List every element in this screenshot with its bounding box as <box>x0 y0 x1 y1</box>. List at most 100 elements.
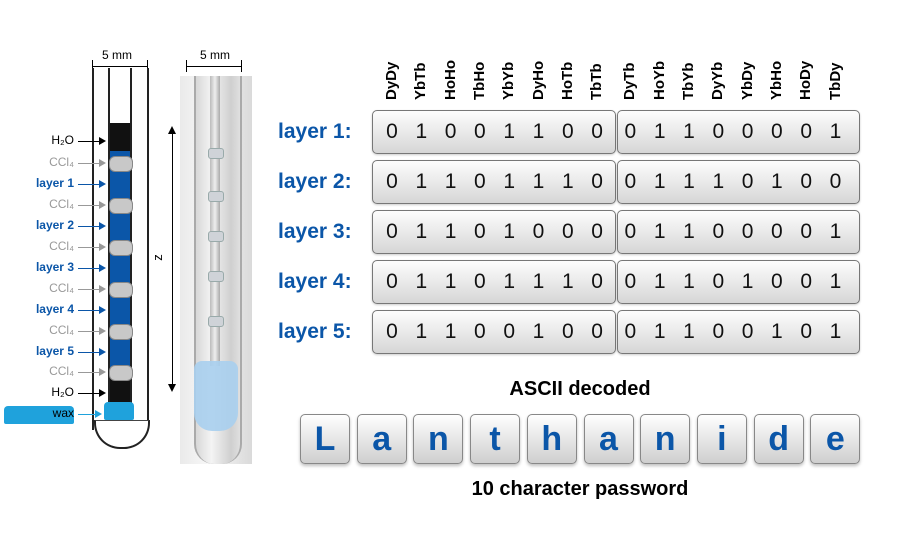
bit-value: 1 <box>683 220 695 243</box>
schematic-width-dimension <box>92 66 148 67</box>
bit-value: 1 <box>503 120 516 143</box>
row-label-text: layer 4 <box>278 270 345 293</box>
bit-value: 1 <box>532 120 545 143</box>
bit-value: 0 <box>741 120 754 143</box>
row-label-text: layer 1 <box>278 120 345 143</box>
schematic-label-ccl: CCl₄ <box>49 364 74 378</box>
bit-value: 1 <box>683 320 695 343</box>
bit-value: 0 <box>800 220 813 243</box>
bit-value: 0 <box>624 220 637 243</box>
ccl4-droplet <box>109 156 133 172</box>
column-header: YbDy <box>733 40 763 100</box>
bit-value: 1 <box>503 220 516 243</box>
bit-value: 0 <box>771 220 783 243</box>
schematic-arrow <box>78 368 106 376</box>
bit-value: 1 <box>683 120 695 143</box>
schematic-label-water: H₂O <box>51 133 74 147</box>
schematic-label-wax: wax <box>4 406 74 424</box>
water-segment-top <box>110 123 130 151</box>
bit-value: 0 <box>532 220 545 243</box>
bit-value: 0 <box>712 270 725 293</box>
column-header-label: YbDy <box>738 61 756 100</box>
schematic-arrow <box>78 137 106 145</box>
bit-value: 1 <box>532 170 545 193</box>
password-character: i <box>696 414 747 464</box>
row-label-colon: : <box>344 270 352 293</box>
row-label-colon: : <box>344 170 352 193</box>
schematic-arrow <box>78 306 106 314</box>
dimension-tick <box>186 60 187 72</box>
column-header: TbTb <box>582 40 612 100</box>
password-character: h <box>526 414 577 464</box>
schematic-arrow <box>78 243 106 251</box>
schematic-label-ccl: CCl₄ <box>49 323 74 337</box>
photo-wax <box>194 361 238 431</box>
bit-value: 1 <box>829 120 842 143</box>
bit-value: 0 <box>591 220 603 243</box>
column-header-label: DyHo <box>529 60 547 100</box>
bit-value: 1 <box>503 270 516 293</box>
bit-value: 0 <box>386 120 398 143</box>
column-header: YbHo <box>762 40 792 100</box>
bit-value: 1 <box>653 270 666 293</box>
column-header: HoTb <box>553 40 583 100</box>
ccl4-droplet <box>109 198 133 214</box>
photo-bubble <box>208 271 224 282</box>
column-header-label: HoTb <box>558 61 576 100</box>
bit-value: 1 <box>444 170 457 193</box>
bit-value: 1 <box>415 270 428 293</box>
column-header-label: TbYb <box>680 62 697 101</box>
bit-value: 0 <box>771 120 783 143</box>
bit-value: 1 <box>444 270 457 293</box>
bit-value: 0 <box>591 120 603 143</box>
column-header: DyDy <box>377 40 407 100</box>
byte-box <box>617 310 860 354</box>
bit-value: 0 <box>386 220 398 243</box>
schematic-arrow <box>78 264 106 272</box>
row-label: layer 3: <box>278 220 368 244</box>
password-character: n <box>640 414 691 464</box>
bit-value: 0 <box>386 270 398 293</box>
row-label: layer 1: <box>278 120 368 144</box>
column-header: HoHo <box>436 40 466 100</box>
schematic-arrow <box>78 389 106 397</box>
bit-value: 0 <box>561 120 574 143</box>
column-header-label: DyTb <box>621 62 639 101</box>
bit-value: 0 <box>800 120 813 143</box>
inner-tube-wall <box>130 68 132 410</box>
bit-value: 1 <box>653 120 666 143</box>
bit-value: 1 <box>415 220 428 243</box>
schematic-label-water: H₂O <box>51 385 74 399</box>
column-header: DyYb <box>703 40 733 100</box>
column-header-label: DyDy <box>383 61 400 100</box>
z-axis-label: z <box>149 254 165 261</box>
bit-value: 0 <box>474 320 486 343</box>
byte-box <box>617 160 860 204</box>
schematic-label-layer: layer 4 <box>35 302 74 316</box>
column-header-label: YbTb <box>412 62 430 101</box>
bit-value: 1 <box>444 320 457 343</box>
bit-value: 0 <box>386 320 398 343</box>
bit-value: 0 <box>712 320 725 343</box>
bit-value: 1 <box>829 270 842 293</box>
column-header-label: YbYb <box>500 61 518 100</box>
bit-value: 1 <box>415 120 428 143</box>
bit-value: 0 <box>624 120 637 143</box>
row-label: layer 5: <box>278 320 368 344</box>
password-character: d <box>753 414 804 464</box>
bit-value: 1 <box>653 320 666 343</box>
bit-value: 1 <box>771 320 783 343</box>
bit-value: 0 <box>800 170 813 193</box>
column-header: YbTb <box>406 40 436 101</box>
bit-value: 1 <box>712 170 725 193</box>
password-character: a <box>356 414 407 464</box>
password-character: e <box>810 414 861 464</box>
dimension-tick <box>92 60 93 72</box>
ccl4-droplet <box>109 282 133 298</box>
column-header: TbDy <box>821 40 851 101</box>
bit-value: 1 <box>444 220 457 243</box>
byte-box <box>617 210 860 254</box>
bit-value: 1 <box>532 320 545 343</box>
row-label-text: layer 3 <box>278 220 345 243</box>
schematic-label-layer: layer 3 <box>35 260 74 274</box>
